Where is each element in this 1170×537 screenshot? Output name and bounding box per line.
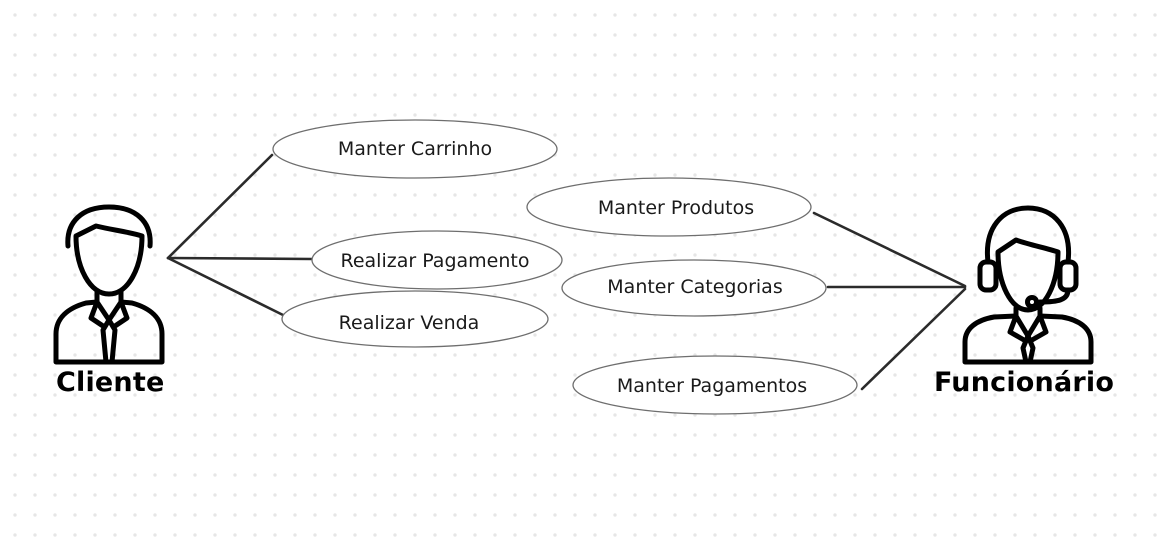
association-cliente-manter-carrinho: [166, 153, 274, 260]
use-case-label: Realizar Pagamento: [341, 250, 530, 272]
association-cliente-realizar-pagamento: [166, 256, 314, 261]
use-case-manter-produtos[interactable]: Manter Produtos: [526, 177, 812, 237]
use-case-label: Manter Carrinho: [338, 138, 492, 160]
actor-label-cliente: Cliente: [56, 367, 165, 398]
use-case-label: Manter Produtos: [598, 197, 754, 219]
association-cliente-realizar-venda: [166, 256, 285, 317]
use-case-realizar-pagamento[interactable]: Realizar Pagamento: [311, 230, 563, 290]
use-case-realizar-venda[interactable]: Realizar Venda: [281, 290, 549, 348]
use-case-manter-pagamentos[interactable]: Manter Pagamentos: [572, 355, 858, 415]
association-funcionario-manter-produtos: [812, 211, 967, 288]
use-case-manter-carrinho[interactable]: Manter Carrinho: [272, 119, 558, 179]
actor-label-funcionario: Funcionário: [934, 367, 1115, 398]
funcionario-associations: [812, 211, 967, 391]
association-funcionario-manter-pagamentos: [860, 287, 967, 391]
headset-person-icon[interactable]: [962, 205, 1094, 365]
use-case-label: Manter Categorias: [607, 276, 782, 298]
use-case-label: Manter Pagamentos: [617, 375, 807, 397]
use-case-label: Realizar Venda: [339, 312, 480, 334]
use-case-manter-categorias[interactable]: Manter Categorias: [561, 259, 827, 317]
cliente-associations: [166, 153, 314, 317]
person-icon[interactable]: [53, 204, 165, 365]
